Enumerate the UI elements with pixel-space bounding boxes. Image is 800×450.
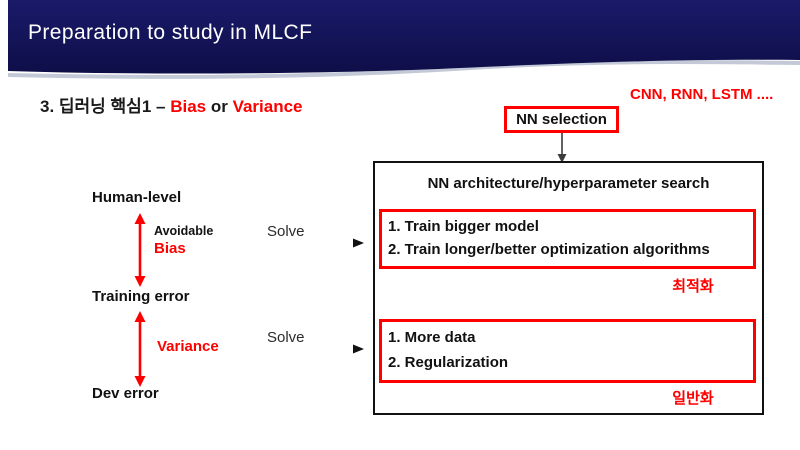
architecture-search-box: NN architecture/hyperparameter search 1.… <box>373 161 764 415</box>
generalization-item: 2. Regularization <box>388 354 509 372</box>
training-error-label: Training error <box>92 288 190 305</box>
human-level-label: Human-level <box>92 189 182 206</box>
header-band <box>7 0 800 79</box>
generalization-caption: 일반화 <box>672 390 714 407</box>
slide-title-bias: Bias <box>170 97 207 116</box>
bias-gap-arrow <box>134 213 146 287</box>
solve-label-bottom: Solve <box>267 329 305 346</box>
connector-arrow <box>557 133 567 163</box>
header-title: Preparation to study in MLCF <box>28 21 313 44</box>
nn-selection-label: NN selection <box>516 111 607 128</box>
generalization-box: 1. More data 2. Regularization <box>379 319 756 383</box>
optimization-caption: 최적화 <box>672 278 714 295</box>
slide-title-prefix: 3. 딥러닝 핵심1 – <box>40 97 171 116</box>
dev-error-label: Dev error <box>92 385 159 402</box>
variance-label: Variance <box>157 338 219 355</box>
solve-label-top: Solve <box>267 223 305 240</box>
solve-arrow-bottom <box>234 344 364 354</box>
optimization-item: 1. Train bigger model <box>388 218 539 236</box>
optimization-item: 2. Train longer/better optimization algo… <box>388 241 710 259</box>
header-band-shape <box>8 0 800 74</box>
slide-title-or: or <box>206 97 233 116</box>
generalization-item: 1. More data <box>388 329 476 347</box>
slide-title-variance: Variance <box>232 97 303 116</box>
avoidable-label: Avoidable <box>154 224 214 238</box>
nn-types-note: CNN, RNN, LSTM .... <box>630 86 774 103</box>
variance-gap-arrow <box>134 311 146 387</box>
bias-label: Bias <box>154 240 186 257</box>
slide-title: 3. 딥러닝 핵심1 – Bias or Variance <box>40 92 303 117</box>
solve-arrow-top <box>234 238 364 248</box>
optimization-box: 1. Train bigger model 2. Train longer/be… <box>379 209 756 269</box>
header-wave-shadow <box>7 60 800 79</box>
architecture-search-title: NN architecture/hyperparameter search <box>427 175 710 192</box>
nn-selection-box: NN selection <box>504 106 619 133</box>
